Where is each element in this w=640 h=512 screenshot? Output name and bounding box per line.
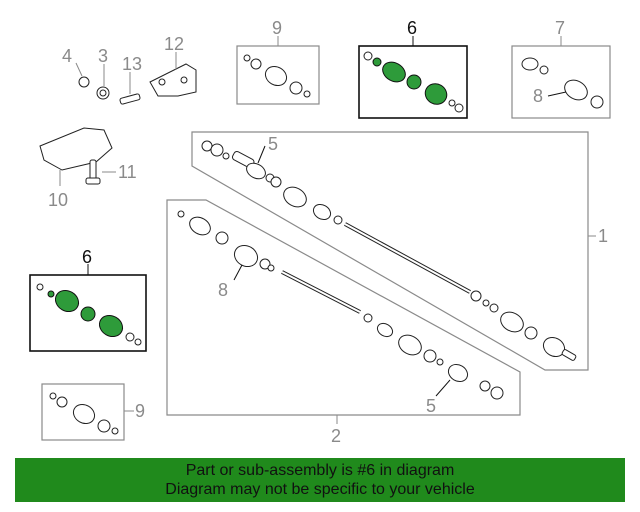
part-6-cv-joint-lower <box>36 283 142 346</box>
callout-13: 13 <box>122 54 142 74</box>
callout-1: 1 <box>598 226 608 246</box>
callout-2: 2 <box>331 426 341 446</box>
callout-9-lower: 9 <box>135 401 145 421</box>
callout-5-lower: 5 <box>426 396 436 416</box>
banner-line-1: Part or sub-assembly is #6 in diagram <box>185 462 455 479</box>
callout-7: 7 <box>555 18 565 38</box>
part-3-washer <box>96 86 110 100</box>
panel-9-lower <box>41 383 125 441</box>
callout-8-lower: 8 <box>218 280 228 300</box>
callout-4: 4 <box>62 46 72 66</box>
part-13-bolt <box>119 93 141 105</box>
callout-12: 12 <box>164 34 184 54</box>
callout-6-lower: 6 <box>82 247 92 267</box>
callout-11: 11 <box>118 162 137 182</box>
part-9-boot-kit-lower <box>49 392 119 435</box>
callout-9-upper: 9 <box>272 18 282 38</box>
part-7-joint <box>521 57 604 109</box>
callout-6-upper: 6 <box>407 18 417 38</box>
shaft-1-parts <box>201 140 577 361</box>
shaft-2-parts <box>177 210 504 400</box>
part-9-boot-kit-upper <box>243 54 311 98</box>
callout-10: 10 <box>48 190 68 210</box>
part-4-nut <box>78 76 90 88</box>
part-12-bracket <box>149 63 197 97</box>
part-10-heat-shield <box>39 127 113 171</box>
part-6-cv-joint-upper <box>363 51 464 113</box>
info-banner: Part or sub-assembly is #6 in diagram Di… <box>15 458 625 502</box>
panel-shaft-assembly-1 <box>191 131 589 371</box>
callout-3: 3 <box>98 46 108 66</box>
callout-8-upper: 8 <box>533 86 543 106</box>
callout-5-upper: 5 <box>268 134 278 154</box>
panel-shaft-assembly-2 <box>166 199 521 416</box>
banner-line-2: Diagram may not be specific to your vehi… <box>165 481 475 498</box>
part-11-bolt <box>85 159 101 185</box>
